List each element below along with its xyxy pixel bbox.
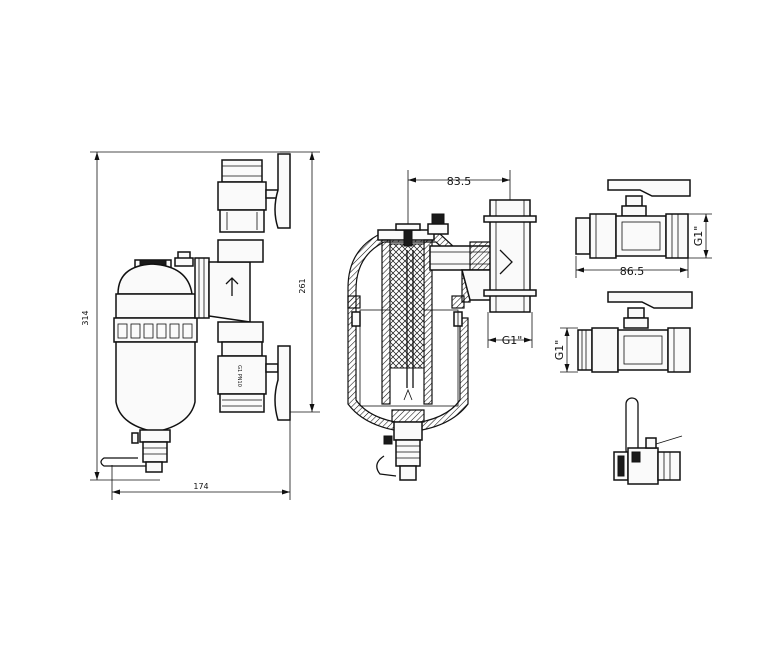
top-ball-valve — [217, 153, 291, 233]
dimension-inner-height-label: 261 — [298, 278, 307, 293]
dimension-branch-offset-label: 83.5 — [447, 175, 472, 188]
valve-marking: G1 PN10 — [236, 365, 242, 387]
valve-detail-bottom: G1" — [553, 291, 693, 373]
dimension-branch-offset: 83.5 — [407, 170, 511, 228]
dimension-valve-length-label: 86.5 — [620, 265, 645, 278]
bottom-ball-valve: G1 PN10 — [217, 341, 291, 421]
cross-section-view: 83.5 G1" — [347, 170, 537, 481]
dimension-outlet-thread: G1" — [487, 312, 533, 348]
side-view-assembly: 314 261 174 — [81, 151, 320, 500]
dimension-valve-thread-top-label: G1" — [692, 226, 705, 247]
valve-side-view — [613, 397, 683, 485]
dimension-width-label: 174 — [193, 482, 208, 491]
dimension-overall-height: 314 — [81, 151, 290, 481]
separator-body — [100, 251, 198, 473]
dimension-overall-height-label: 314 — [81, 310, 90, 325]
valve-detail-top: G1" 86.5 — [575, 179, 712, 278]
dimension-inner-height: 261 — [280, 151, 320, 413]
dimension-outlet-thread-label: G1" — [502, 334, 523, 347]
dimension-valve-thread-bottom-label: G1" — [553, 340, 566, 361]
dimension-width: 174 — [111, 420, 291, 500]
branch-connection — [194, 239, 264, 343]
